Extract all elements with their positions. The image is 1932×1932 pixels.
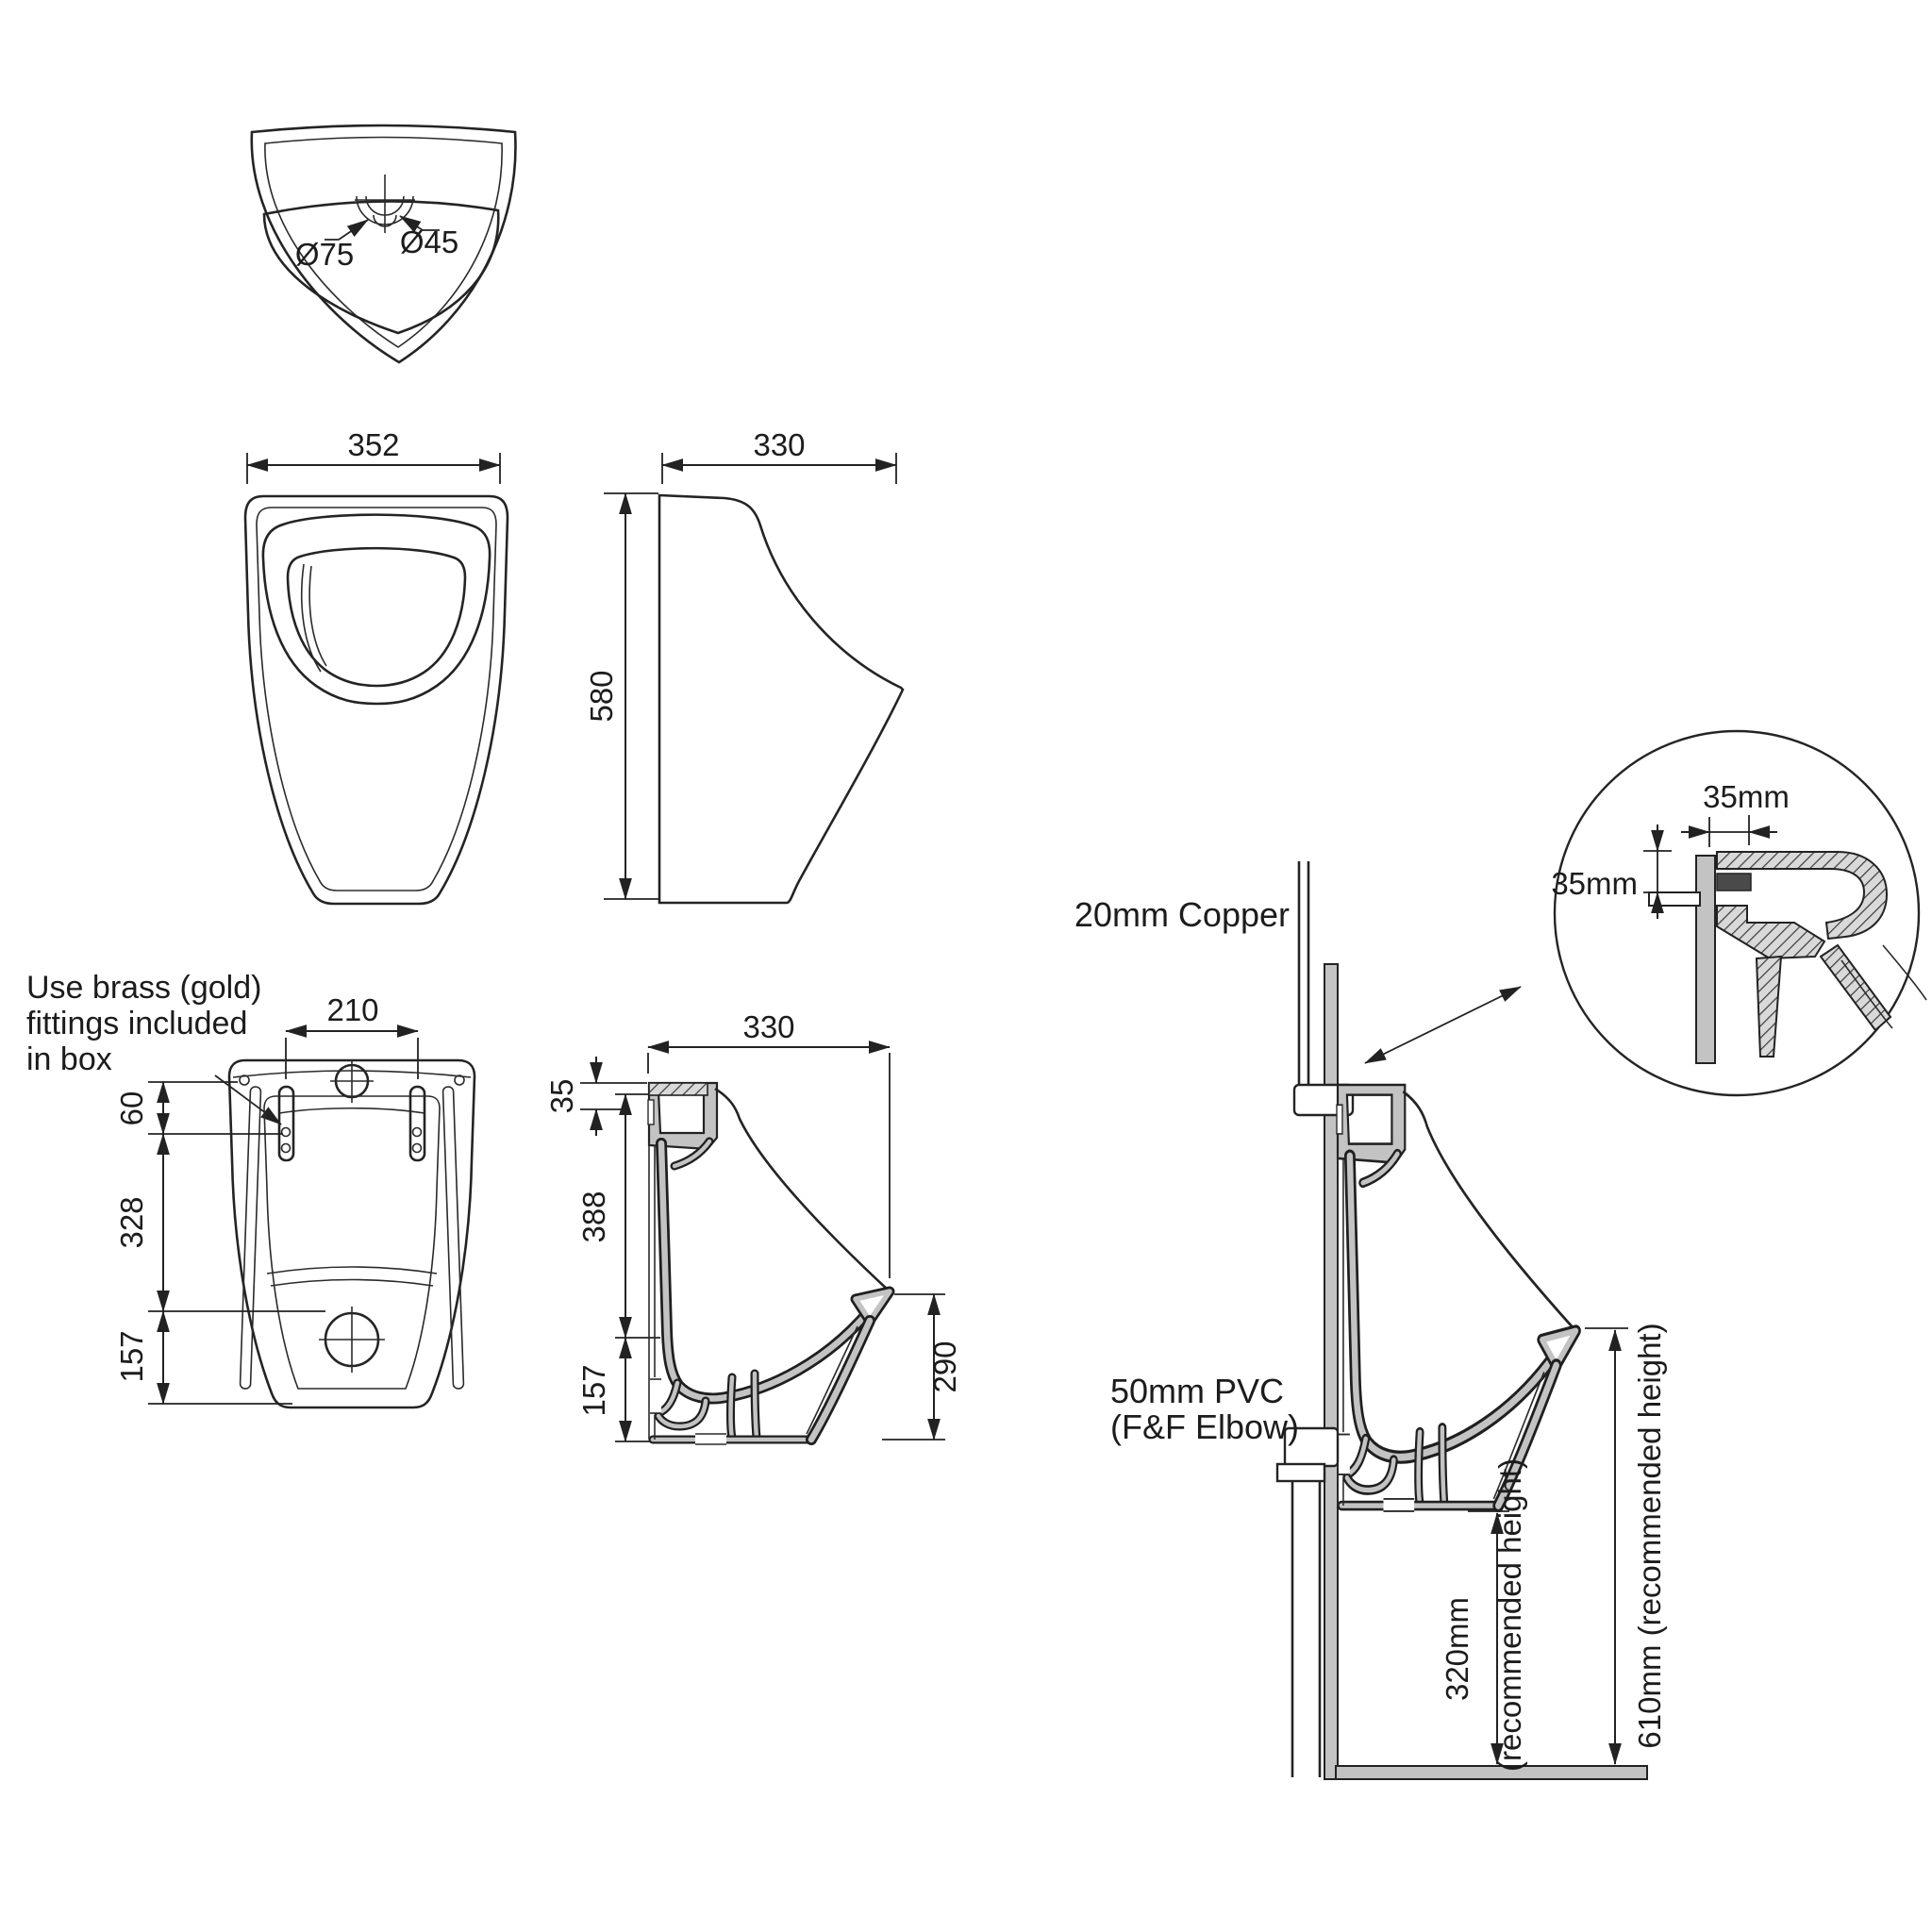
dim-outlet-diameter: Ø45 — [400, 225, 458, 259]
d45-leader — [399, 215, 440, 233]
outlet-hole — [319, 1307, 385, 1373]
dim-fixing-hole-spacing: 210 — [326, 992, 378, 1027]
dim-rim-height-value: 320mm — [1440, 1597, 1474, 1701]
detail-spreader-leg — [1755, 955, 1783, 1058]
dim-section-depth: 330 — [742, 1009, 794, 1044]
d75-leader — [325, 219, 369, 241]
fittings-note-line3: in box — [26, 1041, 112, 1077]
pvc-waste-elbow — [1275, 1426, 1340, 1777]
dim-back-bottom: 157 — [114, 1330, 149, 1382]
front-view-bowl-rim — [261, 513, 491, 706]
fittings-note-leader — [214, 1074, 282, 1125]
detail-view: 35mm 35mm — [1364, 729, 1927, 1097]
fixing-bracket-right — [408, 1085, 426, 1162]
detail-pointer-arrow — [1364, 986, 1522, 1064]
dim-section-upper: 388 — [576, 1191, 611, 1242]
dim-rim-height-note: (recommended height) — [1492, 1458, 1527, 1772]
floor — [1335, 1765, 1648, 1780]
top-view: Ø75 Ø45 — [250, 124, 517, 364]
back-view-outline — [227, 1058, 476, 1409]
detail-wall — [1695, 855, 1716, 1064]
dim-side-depth: 330 — [753, 427, 805, 462]
spreader-drain-detail — [355, 175, 415, 233]
dim-front-width: 352 — [347, 427, 399, 462]
dim-spreader-diameter: Ø75 — [295, 237, 354, 272]
detail-rim-section — [1716, 851, 1889, 941]
dim-back-top: 60 — [114, 1091, 149, 1126]
detail-fitting-upper — [1716, 873, 1752, 891]
detail-angled-leg — [1819, 943, 1892, 1032]
front-view-inner-line — [256, 507, 497, 891]
dim-side-height: 580 — [584, 670, 619, 722]
urinal-on-wall — [1337, 1085, 1575, 1512]
detail-dim-horizontal: 35mm — [1703, 779, 1790, 814]
dim-spout-height: 610mm (recommended height) — [1632, 1323, 1667, 1748]
side-view-profile — [658, 493, 905, 905]
back-view-inner-panel — [263, 1095, 441, 1390]
section-view: 330 35 388 157 290 — [544, 1009, 962, 1445]
waste-pipe-label-line2: (F&F Elbow) — [1110, 1407, 1299, 1446]
detail-rim-flange — [1716, 905, 1826, 960]
fittings-note-line1: Use brass (gold) — [26, 970, 261, 1006]
dim-back-mid: 328 — [114, 1196, 149, 1248]
front-view-outline — [243, 494, 509, 906]
urinal-cross-section — [648, 1083, 890, 1445]
dim-section-lower: 157 — [576, 1364, 611, 1416]
fixing-bracket-left — [277, 1085, 295, 1162]
front-view: 352 — [243, 427, 509, 906]
dim-section-front: 290 — [927, 1341, 962, 1392]
back-view: Use brass (gold) fittings included in bo… — [26, 970, 476, 1409]
dim-section-lip: 35 — [544, 1079, 579, 1114]
supply-pipe-label: 20mm Copper — [1074, 895, 1290, 934]
top-view-inner-rim — [264, 136, 503, 348]
top-view-bowl-opening — [262, 200, 500, 335]
fittings-note-line2: fittings included — [26, 1006, 247, 1041]
side-view: 330 580 — [584, 427, 905, 905]
front-view-bowl-opening — [286, 546, 467, 688]
rim-hatch — [648, 1082, 708, 1096]
install-view: 20mm Copper 50mm PVC (F&F Elbow) 320mm (… — [1074, 861, 1667, 1780]
waste-pipe-label-line1: 50mm PVC — [1110, 1372, 1284, 1410]
detail-dim-vertical: 35mm — [1551, 866, 1638, 901]
